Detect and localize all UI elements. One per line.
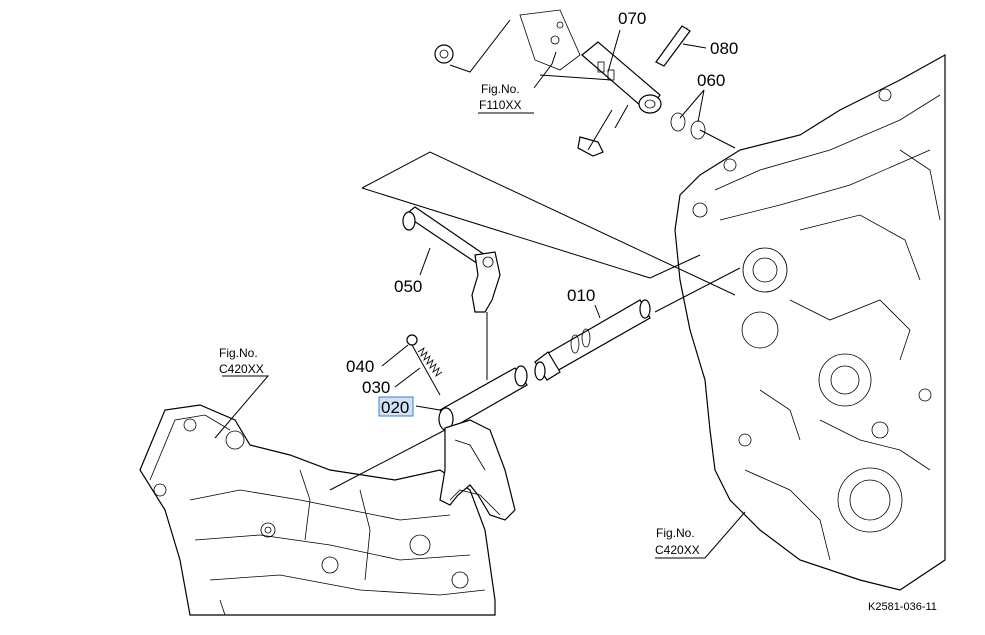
- callout-040[interactable]: 040: [346, 357, 374, 376]
- figref-c420-left-code[interactable]: C420XX: [219, 362, 264, 376]
- callout-020-highlight: [378, 396, 414, 417]
- figure-reference-c420-left[interactable]: Fig.No. C420XX: [219, 346, 264, 376]
- figure-reference-f110[interactable]: Fig.No. F110XX: [478, 82, 534, 114]
- figref-f110-code[interactable]: F110XX: [479, 98, 521, 112]
- figref-f110-title: Fig.No.: [481, 82, 520, 96]
- lever-bracket-assembly: [434, 9, 706, 157]
- callout-030[interactable]: 030: [362, 378, 390, 397]
- callout-070[interactable]: 070: [618, 9, 646, 28]
- figref-c420-left-title: Fig.No.: [219, 346, 258, 360]
- callout-020[interactable]: 020: [381, 398, 409, 417]
- callout-060[interactable]: 060: [697, 71, 725, 90]
- figref-c420-right-code[interactable]: C420XX: [655, 543, 700, 557]
- shift-fork-020: [438, 365, 528, 521]
- transmission-case-left: [139, 404, 496, 616]
- shift-shaft-010: [534, 299, 651, 381]
- callout-080[interactable]: 080: [710, 39, 738, 58]
- leader-lines: [214, 29, 746, 559]
- spring-030: [417, 346, 443, 378]
- figure-reference-c420-right[interactable]: Fig.No. C420XX: [655, 526, 700, 557]
- figref-c420-right-title: Fig.No.: [656, 526, 695, 540]
- assembly-guide-lines: [329, 19, 741, 491]
- ball-040: [406, 334, 418, 346]
- callout-050[interactable]: 050: [394, 277, 422, 296]
- transmission-case-right: [674, 53, 946, 591]
- callout-010[interactable]: 010: [567, 286, 595, 305]
- diagram-code: K2581-036-11: [868, 601, 937, 613]
- shift-arm-050: [402, 206, 501, 313]
- part-callouts: 070 080 060 050 010 040 030 020: [346, 9, 738, 417]
